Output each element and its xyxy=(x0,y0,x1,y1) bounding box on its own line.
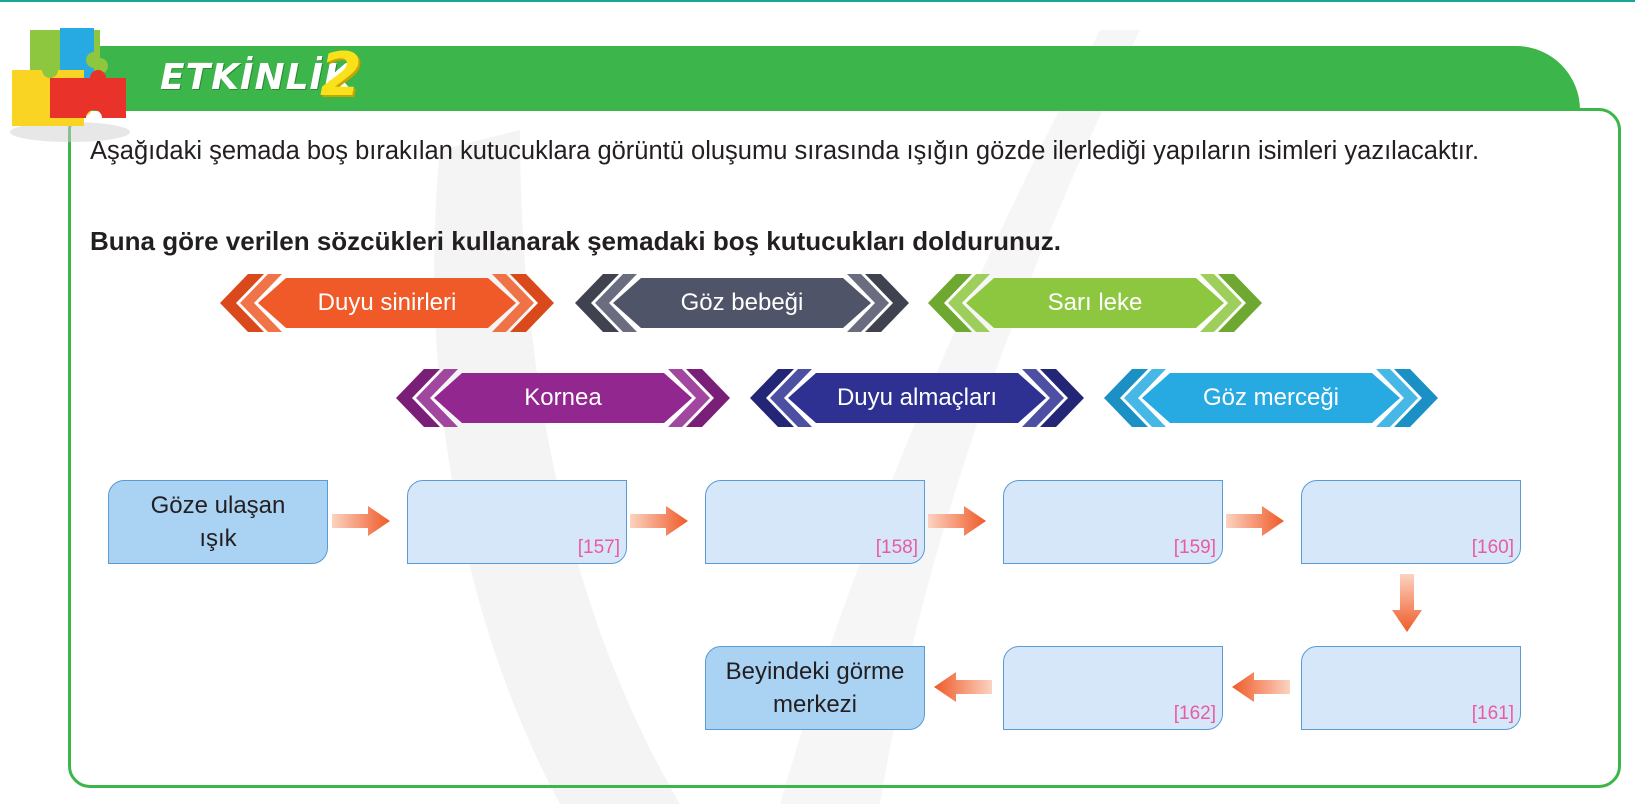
tag-shape xyxy=(396,369,730,427)
activity-banner xyxy=(70,46,1580,110)
blank-box-162[interactable]: [162] xyxy=(1003,646,1223,730)
intro-text: Aşağıdaki şemada boş bırakılan kutucukla… xyxy=(90,137,1480,165)
tag-shape xyxy=(750,369,1084,427)
word-tag-label: Duyu almaçları xyxy=(836,384,998,411)
tag-shape xyxy=(928,274,1262,332)
word-tag[interactable]: Göz merceği xyxy=(1104,369,1438,427)
tag-shape xyxy=(575,274,909,332)
word-tag-label: Duyu sinirleri xyxy=(317,289,457,316)
instruction-text: Buna göre verilen sözcükleri kullanarak … xyxy=(90,226,1061,256)
word-tag[interactable]: Göz bebeği xyxy=(575,274,909,332)
word-tag[interactable]: Duyu almaçları xyxy=(750,369,1084,427)
arrow-right-icon xyxy=(1226,506,1284,536)
blank-number: [158] xyxy=(875,537,918,558)
word-tag[interactable]: Kornea xyxy=(396,369,730,427)
top-rule xyxy=(0,0,1635,2)
activity-label: ETKİNLİK xyxy=(160,57,353,98)
tag-shape xyxy=(1104,369,1438,427)
arrow-left-icon xyxy=(934,672,992,702)
flow-start-text: Göze ulaşan ışık xyxy=(150,492,286,552)
activity-frame xyxy=(68,108,1621,788)
word-tag-label: Göz merceği xyxy=(1202,384,1340,411)
puzzle-pieces-icon xyxy=(10,28,130,142)
flow-end-text: Beyindeki görme merkezi xyxy=(725,658,905,718)
word-tag[interactable]: Duyu sinirleri xyxy=(220,274,554,332)
word-tag-label: Kornea xyxy=(524,384,602,411)
blank-number: [162] xyxy=(1173,703,1216,724)
arrow-right-icon xyxy=(332,506,390,536)
arrow-down-icon xyxy=(1392,574,1422,632)
word-tag[interactable]: Sarı leke xyxy=(928,274,1262,332)
arrow-left-icon xyxy=(1232,672,1290,702)
flow-start-box: Göze ulaşan ışık xyxy=(108,480,328,564)
tag-shape xyxy=(220,274,554,332)
flow-end-box: Beyindeki görme merkezi xyxy=(705,646,925,730)
activity-number: 2 xyxy=(320,40,362,110)
blank-box-161[interactable]: [161] xyxy=(1301,646,1521,730)
blank-number: [161] xyxy=(1471,703,1514,724)
word-tag-label: Sarı leke xyxy=(1047,289,1143,316)
word-tag-label: Göz bebeği xyxy=(680,289,804,316)
blank-box-159[interactable]: [159] xyxy=(1003,480,1223,564)
blank-number: [159] xyxy=(1173,537,1216,558)
blank-box-160[interactable]: [160] xyxy=(1301,480,1521,564)
blank-box-158[interactable]: [158] xyxy=(705,480,925,564)
blank-box-157[interactable]: [157] xyxy=(407,480,627,564)
arrow-right-icon xyxy=(928,506,986,536)
blank-number: [160] xyxy=(1471,537,1514,558)
blank-number: [157] xyxy=(577,537,620,558)
arrow-right-icon xyxy=(630,506,688,536)
